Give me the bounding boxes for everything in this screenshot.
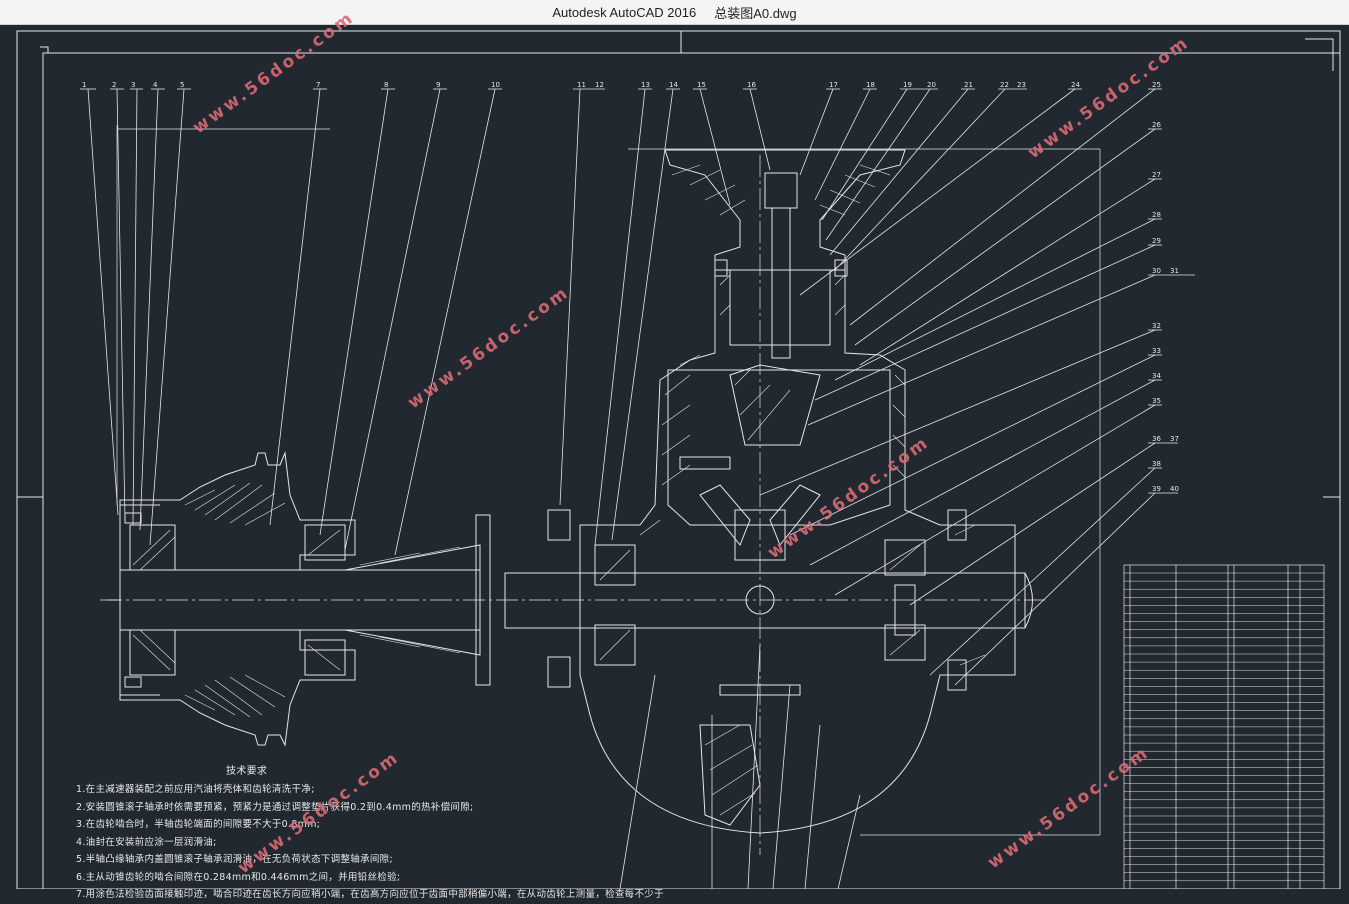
svg-text:26: 26 <box>1152 121 1161 129</box>
svg-text:15: 15 <box>697 81 706 89</box>
svg-text:1: 1 <box>82 81 86 89</box>
svg-text:39: 39 <box>1152 485 1161 493</box>
housing-hatching <box>599 164 986 816</box>
inner-frame <box>42 52 1341 889</box>
svg-text:7: 7 <box>316 81 320 89</box>
svg-text:25: 25 <box>1152 81 1161 89</box>
svg-text:9: 9 <box>436 81 440 89</box>
svg-text:12: 12 <box>595 81 604 89</box>
svg-text:38: 38 <box>1152 460 1161 468</box>
svg-text:20: 20 <box>927 81 936 89</box>
svg-text:40: 40 <box>1170 485 1179 493</box>
svg-text:4: 4 <box>153 81 158 89</box>
svg-text:22: 22 <box>1000 81 1009 89</box>
svg-text:35: 35 <box>1152 397 1161 405</box>
tech-note-2: 2.安装圆锥滚子轴承时依需要预紧，预紧力是通过调整垫片获得0.2到0.4mm的热… <box>76 801 474 813</box>
svg-text:3: 3 <box>131 81 135 89</box>
svg-text:14: 14 <box>669 81 678 89</box>
svg-text:16: 16 <box>747 81 756 89</box>
leader-lines <box>87 88 1156 889</box>
svg-text:37: 37 <box>1170 435 1179 443</box>
svg-text:23: 23 <box>1017 81 1026 89</box>
svg-text:11: 11 <box>577 81 586 89</box>
svg-text:27: 27 <box>1152 171 1161 179</box>
hub-hatching <box>132 482 461 718</box>
svg-text:5: 5 <box>180 81 184 89</box>
svg-text:8: 8 <box>384 81 388 89</box>
tech-note-5: 5.半轴凸缘轴承内盖圆锥滚子轴承润滑油，在无负荷状态下调整轴承间隙; <box>76 854 393 865</box>
svg-text:24: 24 <box>1071 81 1080 89</box>
svg-text:18: 18 <box>866 81 875 89</box>
svg-text:28: 28 <box>1152 211 1161 219</box>
file-name: 总装图A0.dwg <box>714 5 797 21</box>
tech-note-3: 3.在齿轮啮合时，半轴齿轮端面的间隙要不大于0.8mm; <box>76 819 321 830</box>
svg-text:2: 2 <box>112 81 116 89</box>
technical-requirements: 技术要求 1.在主减速器装配之前应用汽油将壳体和齿轮清洗干净; 2.安装圆锥滚子… <box>76 766 664 904</box>
svg-text:33: 33 <box>1152 347 1161 355</box>
tech-note-6: 6.主从动锥齿轮的啮合间隙在0.284mm和0.446mm之间，并用铅丝检验; <box>76 871 401 883</box>
svg-text:13: 13 <box>641 81 650 89</box>
svg-text:36: 36 <box>1152 435 1161 443</box>
tech-notes-heading: 技术要求 <box>226 766 268 777</box>
tech-note-4: 4.油封在安装前应涂一层润滑油; <box>76 836 217 848</box>
window-title-bar: Autodesk AutoCAD 2016 总装图A0.dwg <box>0 0 1349 25</box>
svg-text:21: 21 <box>964 81 973 89</box>
svg-text:19: 19 <box>903 81 912 89</box>
app-title: Autodesk AutoCAD 2016 <box>552 4 697 20</box>
svg-text:34: 34 <box>1152 372 1161 380</box>
hub-assembly <box>108 451 481 747</box>
tech-note-1: 1.在主减速器装配之前应用汽油将壳体和齿轮清洗干净; <box>76 784 315 795</box>
differential-housing <box>547 149 1016 834</box>
svg-text:10: 10 <box>491 81 500 89</box>
svg-text:30: 30 <box>1152 267 1161 275</box>
svg-text:17: 17 <box>829 81 838 89</box>
svg-text:29: 29 <box>1152 237 1161 245</box>
svg-text:31: 31 <box>1170 267 1179 275</box>
svg-text:32: 32 <box>1152 322 1161 330</box>
